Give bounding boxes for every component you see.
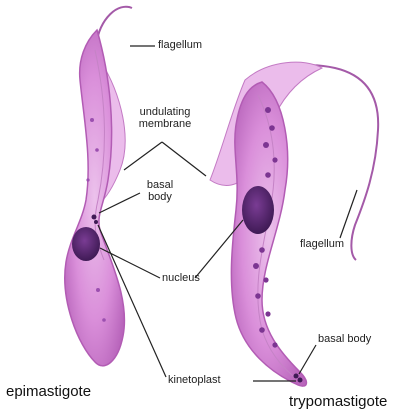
pointer-membrane-right (161, 141, 207, 177)
pointer-kinetoplast-left (97, 224, 167, 378)
trypomastigote-kinetoplast (297, 377, 303, 383)
pointer-flagellum-right (339, 189, 358, 239)
label-basal-body-right: basal body (318, 333, 372, 345)
trypomastigote-body (230, 81, 308, 387)
label-undulating-membrane: undulating membrane (138, 106, 192, 130)
pointer-membrane-left (123, 141, 163, 171)
label-epimastigote: epimastigote (6, 383, 92, 400)
epimastigote-nucleus (72, 227, 100, 261)
pointer-lines (97, 45, 358, 382)
label-nucleus: nucleus (162, 272, 200, 284)
trypomastigote-figure (209, 61, 380, 387)
epimastigote-figure (64, 5, 133, 367)
pointer-basal-body-left (98, 192, 141, 214)
pointer-basal-body-right (298, 344, 317, 375)
trypomastigote-granules (253, 107, 278, 348)
epimastigote-body (64, 28, 126, 367)
epimastigote-basal-body (91, 214, 97, 220)
trypomastigote-basal-body (293, 373, 299, 379)
epimastigote-kinetoplast (94, 220, 98, 224)
label-trypomastigote: trypomastigote (289, 393, 388, 410)
trypomastigote-nucleus (242, 186, 274, 234)
pointer-nucleus-right (194, 219, 244, 279)
trypomastigote-inner-membrane-line (257, 94, 299, 381)
label-flagellum-right: flagellum (300, 238, 345, 250)
label-basal-body-left: basal body (146, 179, 174, 203)
label-flagellum-top: flagellum (158, 39, 203, 51)
epimastigote-granules (86, 118, 106, 322)
label-kinetoplast: kinetoplast (168, 374, 221, 386)
